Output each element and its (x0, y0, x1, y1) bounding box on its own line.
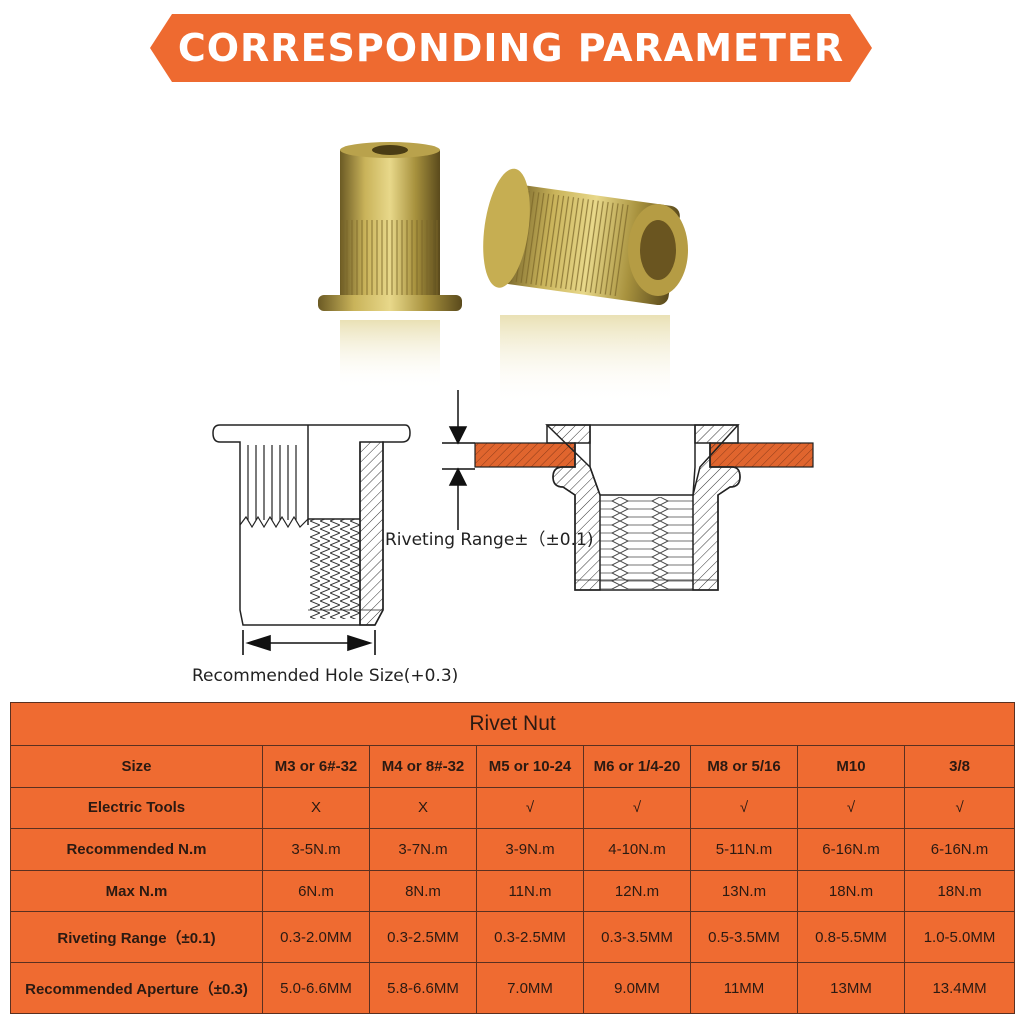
column-header: M8 or 5/16 (690, 745, 798, 788)
column-header: Size (10, 745, 263, 788)
column-header: M10 (797, 745, 905, 788)
rivet-nut-section-left (212, 424, 411, 626)
table-cell: 4-10N.m (583, 828, 691, 871)
table-cell: 18N.m (797, 869, 905, 913)
table-cell: 7.0MM (476, 962, 584, 1014)
table-cell: 5-11N.m (690, 828, 798, 871)
title-banner: CORRESPONDING PARAMETER (150, 14, 872, 82)
hole-size-label: Recommended Hole Size(+0.3) (192, 666, 459, 686)
table-caption: Rivet Nut (9, 702, 1016, 746)
table-cell: 0.5-3.5MM (690, 911, 798, 964)
table-cell: 0.3-2.0MM (262, 911, 370, 964)
column-header: 3/8 (903, 745, 1016, 788)
row-label: Recommended N.m (10, 828, 263, 871)
riveting-range-label: Riveting Range±（±0.1) (385, 530, 594, 550)
table-caption-row: Rivet Nut (9, 702, 1016, 746)
column-header: M3 or 6#-32 (262, 745, 370, 788)
table-cell: 9.0MM (583, 962, 691, 1014)
table-cell: √ (903, 786, 1016, 830)
table-cell: 6N.m (262, 869, 370, 913)
table-cell: 3-9N.m (476, 828, 584, 871)
table-cell: 5.8-6.6MM (369, 962, 477, 1014)
table-cell: 8N.m (369, 869, 477, 913)
table-cell: √ (797, 786, 905, 830)
rivet-nut-section-installed (474, 424, 814, 591)
table-cell: 5.0-6.6MM (262, 962, 370, 1014)
table-cell: √ (476, 786, 584, 830)
riveting-range-arrow (442, 390, 475, 530)
column-header: M5 or 10-24 (476, 745, 584, 788)
table-cell: 13N.m (690, 869, 798, 913)
table-cell: 0.3-2.5MM (369, 911, 477, 964)
table-cell: 6-16N.m (797, 828, 905, 871)
row-label: Max N.m (10, 869, 263, 913)
table-cell: 0.3-2.5MM (476, 911, 584, 964)
column-header: M4 or 8#-32 (369, 745, 477, 788)
table-cell: 6-16N.m (903, 828, 1016, 871)
product-photo (300, 140, 700, 420)
table-cell: 0.3-3.5MM (583, 911, 691, 964)
table-cell: 13MM (797, 962, 905, 1014)
table-cell: 18N.m (903, 869, 1016, 913)
hole-size-arrow (242, 630, 376, 655)
technical-diagram: Riveting Range±（±0.1) Recommended Hole S… (180, 385, 840, 695)
row-label: Electric Tools (10, 786, 263, 830)
rivet-nut-upright (318, 142, 462, 390)
table-cell: 12N.m (583, 869, 691, 913)
column-header: M6 or 1/4-20 (583, 745, 691, 788)
table-cell: √ (583, 786, 691, 830)
row-label: Riveting Range（±0.1) (10, 911, 263, 964)
table-cell: X (262, 786, 370, 830)
table-cell: 11MM (690, 962, 798, 1014)
table-cell: 3-5N.m (262, 828, 370, 871)
table-cell: √ (690, 786, 798, 830)
table-cell: 11N.m (476, 869, 584, 913)
table-cell: 3-7N.m (369, 828, 477, 871)
table-cell: 13.4MM (903, 962, 1016, 1014)
rivet-nut-tilted (483, 168, 688, 405)
table-cell: 1.0-5.0MM (903, 911, 1016, 964)
table-header-row: Size M3 or 6#-32 M4 or 8#-32 M5 or 10-24… (10, 745, 1016, 788)
table-cell: X (369, 786, 477, 830)
banner-shape (150, 14, 872, 82)
table-cell: 0.8-5.5MM (797, 911, 905, 964)
parameter-table: Rivet Nut Size M3 or 6#-32 M4 or 8#-32 M… (9, 702, 1016, 1014)
row-label: Recommended Aperture（±0.3) (10, 962, 263, 1014)
page-title: CORRESPONDING PARAMETER (177, 26, 845, 70)
